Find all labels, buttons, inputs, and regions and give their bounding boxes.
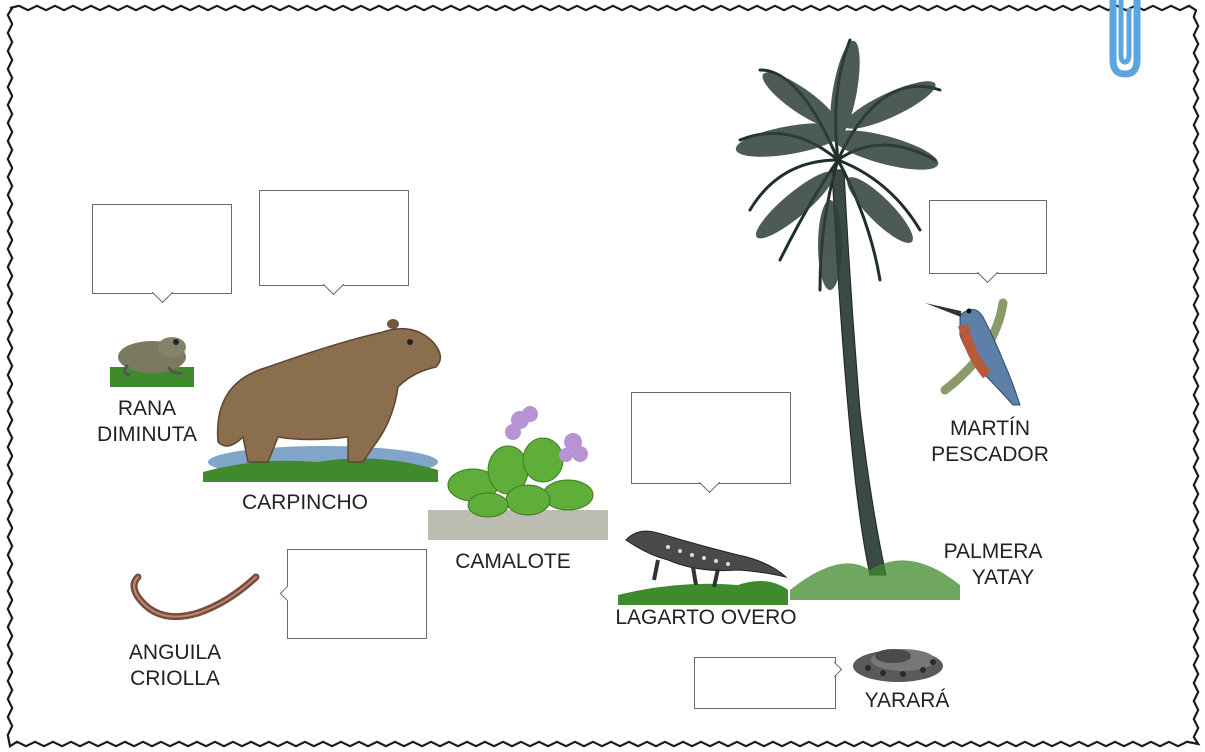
answer-box-anguila[interactable] [287, 549, 427, 639]
label-yarara: YARARÁ [852, 688, 962, 714]
label-line: MARTÍN [925, 416, 1055, 442]
label-line: DIMINUTA [92, 422, 202, 448]
label-line: ANGUILA [110, 640, 240, 666]
frog-illustration [108, 325, 196, 387]
label-line: CAMALOTE [438, 549, 588, 575]
answer-box-yarara[interactable] [694, 657, 836, 709]
eel-illustration [128, 565, 268, 625]
answer-box-martin-pescador[interactable] [929, 200, 1047, 274]
answer-box-carpincho[interactable] [259, 190, 409, 286]
label-rana-diminuta: RANA DIMINUTA [92, 396, 202, 448]
label-lagarto-overo: LAGARTO OVERO [596, 605, 816, 631]
label-carpincho: CARPINCHO [225, 490, 385, 516]
label-martin-pescador: MARTÍN PESCADOR [925, 416, 1055, 468]
camalote-illustration [428, 400, 608, 540]
label-palmera-yatay: PALMERA YATAY [918, 539, 1058, 591]
label-line: YATAY [918, 565, 1058, 591]
capybara-illustration [198, 312, 448, 482]
label-line: LAGARTO OVERO [596, 605, 816, 631]
label-camalote: CAMALOTE [438, 549, 588, 575]
kingfisher-illustration [925, 295, 1035, 407]
answer-box-rana[interactable] [92, 204, 232, 294]
label-line: RANA [92, 396, 202, 422]
yarara-snake-illustration [848, 640, 948, 685]
label-line: PALMERA [918, 539, 1058, 565]
label-line: CARPINCHO [225, 490, 385, 516]
label-line: CRIOLLA [110, 666, 240, 692]
paperclip-icon [1095, 0, 1155, 80]
label-line: PESCADOR [925, 442, 1055, 468]
tegu-lizard-illustration [618, 515, 788, 605]
label-line: YARARÁ [852, 688, 962, 714]
label-anguila-criolla: ANGUILA CRIOLLA [110, 640, 240, 692]
answer-box-lagarto[interactable] [631, 392, 791, 484]
